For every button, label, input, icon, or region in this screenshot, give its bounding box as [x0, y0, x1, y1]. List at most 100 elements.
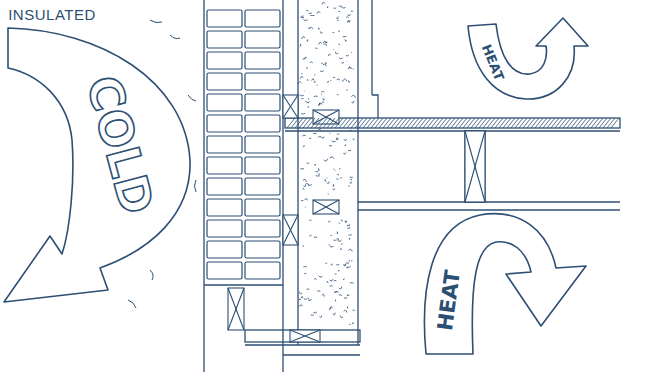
hatch-line: [535, 118, 543, 128]
insulation-fleck: [353, 69, 354, 70]
brick: [207, 73, 242, 90]
insulation-fleck: [310, 15, 314, 16]
insulation-fleck: [318, 103, 322, 105]
brick: [207, 115, 242, 132]
block: [313, 110, 339, 124]
insulation-fleck: [340, 177, 342, 179]
hatch-line: [319, 118, 327, 128]
hatch-line: [571, 118, 579, 128]
arrows: [4, 18, 588, 354]
insulation-fleck: [343, 278, 344, 279]
insulation-fleck: [314, 81, 316, 82]
insulation-fleck: [327, 181, 329, 183]
insulation-fleck: [333, 239, 336, 240]
insulation-fleck: [351, 52, 352, 54]
hatch-line: [431, 118, 439, 128]
insulation-fleck: [309, 138, 311, 139]
hatch-line: [587, 118, 595, 128]
hatch-line: [611, 118, 619, 128]
insulation-fleck: [308, 27, 310, 29]
insulation-fleck: [347, 295, 349, 296]
insulation-fleck: [335, 291, 339, 293]
insulation-fleck: [347, 21, 351, 22]
insulation-fleck: [305, 199, 308, 201]
brick: [207, 199, 242, 216]
block-cross: [290, 330, 320, 342]
insulation-fleck: [303, 266, 307, 267]
hatch-line: [467, 118, 475, 128]
insulation-fleck: [321, 63, 323, 64]
insulation-fleck: [314, 278, 317, 280]
cold-stroke: [150, 270, 153, 280]
insulation-fleck: [304, 273, 306, 275]
joist-block: [465, 131, 485, 202]
insulation-fleck: [340, 248, 342, 250]
block: [228, 288, 244, 330]
hatch-line: [367, 118, 375, 128]
hatch-line: [547, 118, 555, 128]
insulation-fleck: [338, 11, 340, 12]
sill-line: [283, 354, 360, 355]
hatch-line: [531, 118, 539, 128]
heat-label: HEAT: [434, 268, 463, 331]
insulation-fleck: [353, 310, 355, 311]
insulation-fleck: [347, 266, 351, 267]
insulation-fleck: [339, 168, 340, 170]
block-cross: [283, 215, 298, 245]
insulation-fleck: [352, 101, 354, 103]
insulation-fleck: [344, 297, 347, 299]
insulation-fleck: [314, 237, 317, 238]
insulation-fleck: [304, 118, 305, 119]
block-cross: [313, 110, 339, 124]
insulation-fleck: [323, 64, 326, 66]
insulation-fleck: [347, 14, 350, 16]
hatch-line: [311, 118, 319, 128]
insulation-fleck: [348, 185, 350, 186]
board-line: [371, 0, 372, 95]
brick: [245, 178, 280, 195]
hatch-line: [499, 118, 507, 128]
insulation-fleck: [332, 141, 336, 142]
insulation-fleck: [309, 27, 313, 28]
block-cross: [313, 200, 339, 214]
brick-base: [204, 284, 283, 285]
insulation-fleck: [350, 130, 352, 131]
insulation-fleck: [344, 139, 347, 140]
brick: [207, 52, 242, 69]
board-step: [372, 95, 378, 118]
insulation-fleck: [301, 73, 302, 75]
hatch-line: [447, 118, 455, 128]
insulation-fleck: [317, 12, 321, 14]
hatch-line: [339, 118, 347, 128]
insulation-fleck: [308, 298, 310, 299]
ceiling-line: [358, 201, 620, 202]
insulation-fleck: [329, 132, 331, 133]
insulation-fleck: [348, 21, 350, 23]
brick: [245, 31, 280, 48]
insulation-fleck: [330, 308, 332, 310]
insulation-fleck: [338, 174, 339, 175]
insulation-fleck: [310, 61, 313, 63]
insulation-fleck: [316, 175, 320, 176]
heat-arrow: [424, 214, 586, 354]
insulation-fleck: [337, 133, 340, 135]
cold-stroke: [150, 20, 162, 23]
insulation-fleck: [344, 310, 347, 312]
block: [465, 131, 485, 202]
insulation-fleck: [304, 298, 307, 300]
insulation-fleck: [329, 246, 333, 248]
sill-line: [245, 344, 360, 345]
brick: [207, 31, 242, 48]
insulation-fleck: [341, 243, 343, 245]
insulation-fleck: [305, 101, 306, 102]
hatch-line: [379, 118, 387, 128]
insulation-fleck: [307, 40, 309, 42]
insulation: [298, 2, 356, 325]
insulation-fleck: [335, 52, 338, 54]
insulation-fleck: [317, 84, 318, 85]
hatch-line: [315, 118, 323, 128]
title-label: INSULATED: [8, 7, 96, 22]
insulation-fleck: [302, 37, 306, 39]
cold-stroke: [128, 300, 136, 308]
insulation-fleck: [337, 94, 339, 96]
